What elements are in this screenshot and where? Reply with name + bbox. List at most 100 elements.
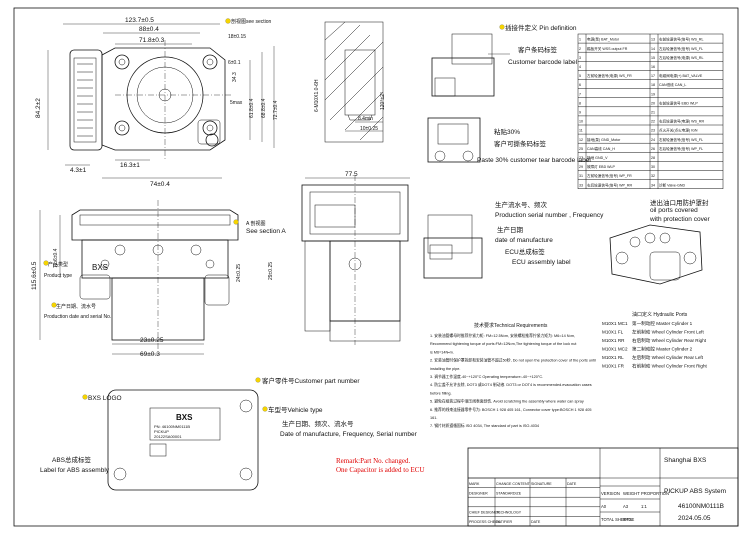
pin-cell: 30 [651,165,655,169]
remark-line2: One Capacitor is added to ECU [336,466,424,474]
barcode-label-en: Customer barcode label [508,59,578,66]
hydraulic-port-code: M10X1 MC2 [602,347,628,352]
hydraulic-port-code: M10X1 RR [602,338,625,343]
pin-cell: 26 [651,147,655,151]
title-cell: A3 [623,504,629,509]
cover-cn: 进出油口用防护罩封 [650,198,709,207]
pin-cell: 电源(泵) BAT_Motor [587,37,620,42]
hydraulic-port-desc: 左后制动 Wheel Cylinder Rear Left [632,354,704,361]
dim-29: 29±0.25 [268,262,274,280]
pin-cell: 4 [579,65,581,69]
abs-label-outline [107,389,259,491]
valve-block-side [329,240,401,322]
barcode-sketches: 客户条码标签 Customer barcode label 粘贴30% 客户可撕… [427,33,591,164]
pin-cell: 2 [579,47,581,51]
side-view: 77.5 [301,171,410,345]
pin-cell: 1 [579,38,581,42]
thread-section-detail: 6-M10X1.0-6H 120°±2° 8.4min 10±0.25 [314,21,386,143]
thread-spec: 6-M10X1.0-6H [314,79,320,112]
title-cell: MARK [469,482,480,486]
tech-req-line: before filling. [430,391,452,395]
barcode-label-cn: 客户条码标签 [518,45,558,54]
pin-cell: 右后轮速信号(电源) WS_RR [659,119,705,124]
top-view: 123.7±0.5 88±0.4 71.8±0.3 剖视图see section [35,17,279,188]
ecu-label-sketch: 生产流水号、频次 Production serial number , Freq… [423,200,604,279]
dim-77-5: 77.5 [345,171,358,178]
pin-cell: 19 [651,92,655,96]
title-cell: PROCESS CHECK [469,520,501,524]
pin-cell: 6 [579,83,581,87]
pin-cell: 接地(泵) GND_Motor [587,137,621,142]
serial-cn: 生产日期、流水号 [56,303,96,310]
bxs-mark: BXS [92,263,108,272]
pin-cell: 32 [651,174,655,178]
pin-cell: CAN高线 CAN_H [587,146,615,151]
dim-74: 74±0.4 [150,181,170,188]
title-cell: TOTAL SHEETS [601,517,632,522]
pin-cell: 22 [651,120,655,124]
barcode-label-1 [451,33,493,65]
cover-en1: oil ports covered [650,207,698,214]
pin-cell: 12 [579,138,583,142]
dim-height-84: 84.2±2 [35,98,42,118]
system-name: PICKUP ABS System [664,488,726,495]
dim-6: 6±0.1 [228,60,241,66]
dim-5max: 5max [230,100,243,106]
pin-cell: 25 [579,147,583,151]
pin-cell: 3 [579,56,581,60]
pin-definition-title: 插接件定义 Pin definition [505,23,577,32]
title-cell: RATIFIER [496,520,513,524]
dim-72-6: 72.6±0.4 [53,248,59,268]
label-date: 20122SA00001 [154,434,182,439]
ecu-label-cn: ECU总成标签 [505,247,545,256]
tech-req-line: 161. [430,416,437,420]
dim-thread-10: 10±0.25 [360,126,378,132]
tech-req-line: installing the pipe. [430,367,460,371]
hydraulic-port-desc: 左前制动 Wheel Cylinder Front Left [632,329,704,336]
product-type-cn: 产品类型 [48,261,68,268]
pin-cell: 23 [651,129,655,133]
title-cell: CHANGE CONTENT [496,482,531,486]
dim-72: 72.7±0.4 [273,100,279,120]
technical-requirements: 技术要求Technical Requirements 1. 安装油管螺母时推荐拧… [430,322,596,428]
part-number: 46100NM0111B [678,503,724,510]
label-serial-cn: 生产日期、频次、流水号 [282,419,354,428]
dim-4: 4.3±1 [70,167,87,174]
marker-icon [233,219,239,225]
pin-cell: 诊断 Valve-GND [659,182,685,187]
product-type-en: Product type [44,273,72,279]
pin-cell: 右前轮速信号 EBD WLP [659,100,698,105]
cover-en2: with protection cover [649,216,710,223]
hydraulic-title: 油口定义 Hydraulic Ports [632,311,688,318]
motor-housing-front [111,277,205,341]
drawing-date: 2024.05.05 [678,515,711,522]
abs-iso-body [609,224,703,285]
pin-cell: 18 [651,83,655,87]
marker-icon [82,394,88,400]
abs-label-panel [149,407,221,441]
pin-cell: 左后轮速信号(信号) WS_FL [659,46,703,51]
dim-18: 18±0.15 [228,34,246,40]
front-view: BXS A 剖视图 See section A 产品类型 Product typ… [31,200,286,358]
marker-icon [262,406,268,412]
pin-cell: 5 [579,74,581,78]
pin-cell: 右前轮速信号(信号) WS_RL [659,37,704,42]
label-pn: PN: 46100NM0111B [154,424,190,429]
iso-view: 进出油口用防护罩封 oil ports covered with protect… [609,198,710,285]
dim-69: 69±0.3 [140,351,160,358]
ecu-serial-en: Production serial number , Frequency [495,212,604,219]
marker-icon [51,302,57,308]
company-name: Shanghai BXS [664,457,707,464]
pin-cell: 点火开关(点火电源) IGN [659,128,698,133]
pin-cell: 8 [579,101,581,105]
abs-label-en: Label for ABS assembly [40,467,110,474]
title-cell: DESIGNER [469,491,488,495]
serial-en: Production date and serial No. [44,314,111,320]
title-cell: 1:1 [641,504,647,509]
tech-req-line: 1. 安装油管螺母时推荐拧紧力矩: FM=12.5N•m, 安装螺栓推荐拧紧力矩… [430,333,575,338]
hydraulic-port-desc: 第一制动腔 Master Cylinder 1 [632,320,693,327]
pin-cell: 11 [579,129,583,133]
tech-req-line: 2. 安装油管时保护罩拆卸和安装油管不超过50秒, Do not open th… [430,358,596,363]
